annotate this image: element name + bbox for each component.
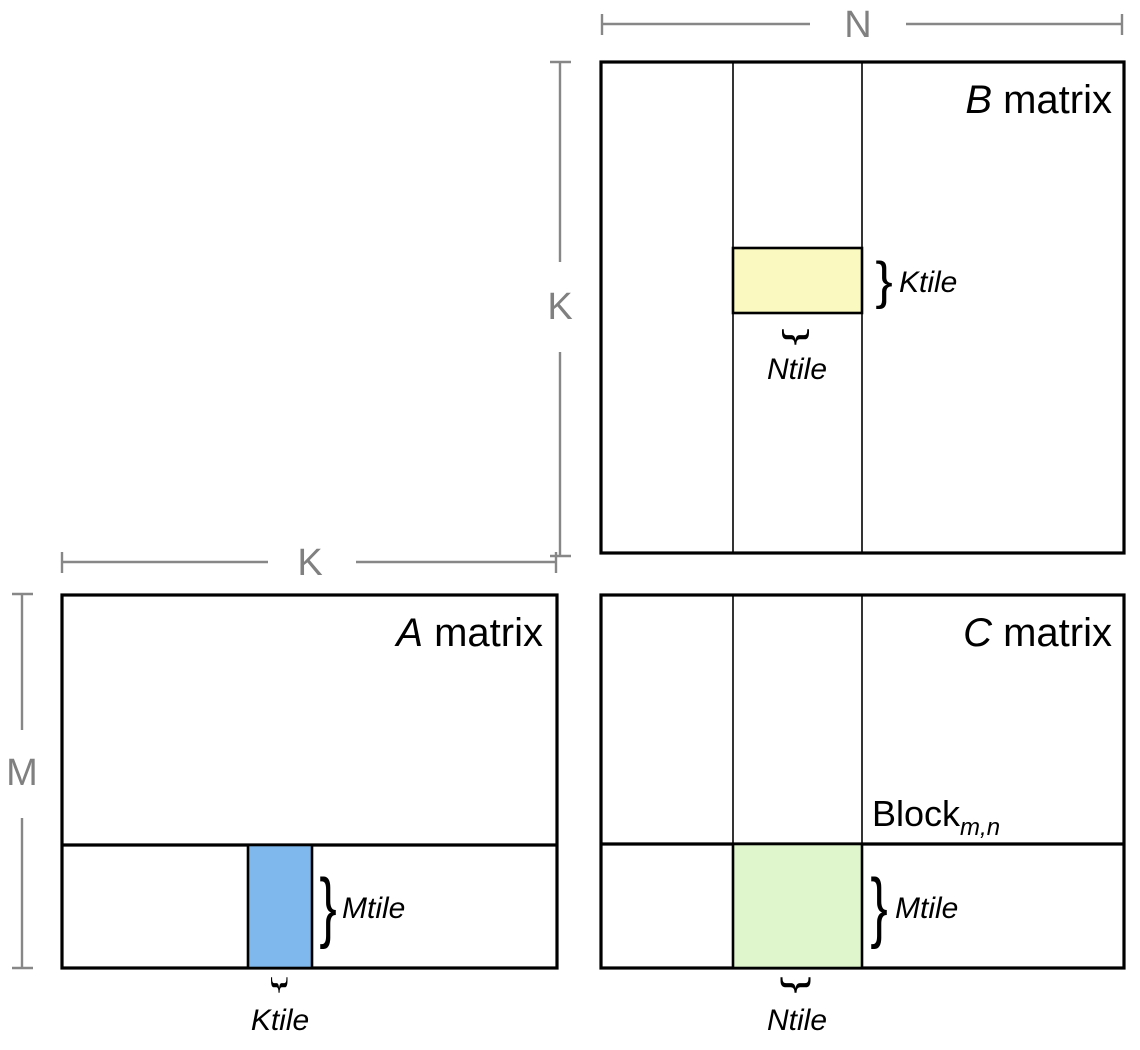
dimension-n: N xyxy=(600,4,1124,46)
a-matrix-title-symbol: A xyxy=(394,611,423,655)
svg-text:}: } xyxy=(870,864,887,951)
b-matrix-ktile-brace-icon: } xyxy=(875,252,892,310)
b-matrix-title-text: matrix xyxy=(992,78,1112,122)
c-matrix-title: C matrix xyxy=(963,611,1112,655)
dimension-m: M xyxy=(6,592,38,970)
dimension-m-label: M xyxy=(6,752,38,794)
b-matrix-title-symbol: B xyxy=(965,78,992,122)
svg-text:}: } xyxy=(780,976,816,993)
c-matrix-block-subscript: m,n xyxy=(960,814,1000,841)
dimension-k-horizontal: K xyxy=(60,542,558,584)
a-matrix-ktile-brace-icon: } xyxy=(270,976,290,993)
c-matrix-block-label: Blockm,n xyxy=(872,793,1000,841)
a-matrix-ktile-label: Ktile xyxy=(251,1004,309,1037)
dimension-k-vertical-label: K xyxy=(547,286,572,328)
c-matrix: C matrix Blockm,n } Mtile } Ntile xyxy=(599,593,1126,1037)
c-matrix-ntile-label: Ntile xyxy=(767,1004,827,1037)
b-matrix-ktile-label: Ktile xyxy=(899,266,957,299)
c-matrix-tile xyxy=(731,842,864,970)
a-matrix-tile xyxy=(246,843,314,970)
b-matrix-tile xyxy=(731,246,864,315)
dimension-n-label: N xyxy=(844,4,871,46)
c-matrix-title-symbol: C xyxy=(963,611,993,655)
c-matrix-title-text: matrix xyxy=(992,611,1112,655)
dimension-k-vertical: K xyxy=(547,60,573,558)
svg-text:}: } xyxy=(270,976,290,993)
c-matrix-ntile-brace-icon: } xyxy=(780,976,816,993)
a-matrix: A matrix } Mtile } Ktile xyxy=(60,593,559,1037)
a-matrix-title-text: matrix xyxy=(423,611,543,655)
c-matrix-block-text: Block xyxy=(872,793,961,834)
b-matrix-ntile-brace-icon: } xyxy=(782,328,814,345)
a-matrix-title: A matrix xyxy=(394,611,543,655)
a-matrix-mtile-label: Mtile xyxy=(342,892,405,925)
a-matrix-mtile-brace: } xyxy=(319,864,336,951)
b-matrix: B matrix } Ktile } Ntile xyxy=(599,60,1126,555)
c-matrix-mtile-label: Mtile xyxy=(895,892,958,925)
dimension-k-horizontal-label: K xyxy=(297,542,322,584)
svg-text:}: } xyxy=(782,328,814,345)
c-matrix-mtile-brace-icon: } xyxy=(870,864,887,951)
b-matrix-ntile-label: Ntile xyxy=(767,353,827,386)
a-matrix-mtile-brace-wrap: } xyxy=(319,864,336,951)
b-matrix-title: B matrix xyxy=(965,78,1112,122)
